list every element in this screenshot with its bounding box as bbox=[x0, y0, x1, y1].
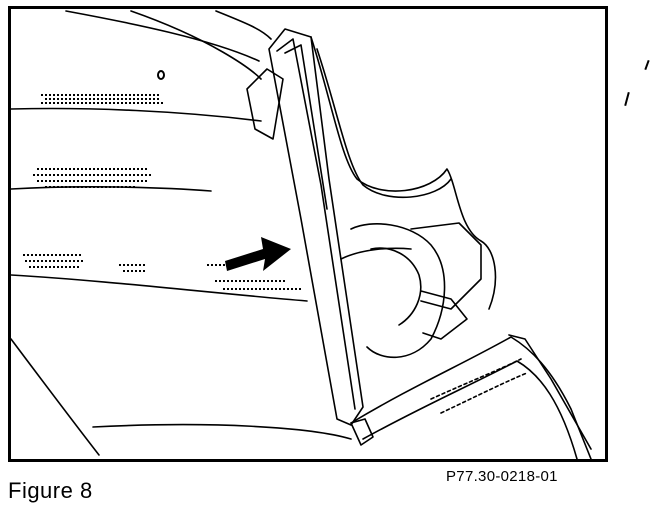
lower-bow-texture bbox=[440, 372, 528, 414]
hatched-patch bbox=[41, 94, 165, 104]
margin-mark bbox=[644, 59, 650, 71]
mechanism-housing-inner bbox=[370, 247, 422, 326]
body-contour-line bbox=[11, 107, 262, 122]
figure-caption: Figure 8 bbox=[8, 478, 93, 503]
body-contour-line bbox=[11, 274, 308, 302]
frame-bar-inner-line bbox=[276, 38, 356, 410]
lower-bow-outline bbox=[350, 336, 592, 459]
mechanism-plate bbox=[420, 290, 468, 340]
lower-bow-edge bbox=[508, 334, 592, 450]
hatched-patch bbox=[119, 264, 145, 272]
body-contour-line bbox=[11, 338, 100, 456]
bow-end-cap bbox=[350, 418, 374, 446]
frame-bar-outline bbox=[268, 28, 364, 426]
figure-reference-code: P77.30-0218-01 bbox=[446, 468, 558, 485]
margin-mark bbox=[624, 91, 630, 107]
convertible-top-frame-line-drawing bbox=[11, 10, 592, 459]
hatched-patch bbox=[23, 254, 85, 268]
screw-hole bbox=[157, 70, 165, 80]
lower-bow-inner bbox=[362, 360, 578, 459]
frame-bar-inner-line bbox=[284, 44, 328, 210]
frame-hinge-bracket bbox=[246, 68, 284, 140]
hatched-patch bbox=[33, 168, 153, 188]
mechanism-housing bbox=[350, 223, 446, 359]
cable-line bbox=[340, 247, 412, 260]
body-contour-line bbox=[65, 10, 260, 62]
body-contour-line bbox=[215, 10, 272, 40]
link-rail-inner bbox=[316, 48, 452, 199]
body-contour-line bbox=[130, 10, 262, 80]
hatched-patches bbox=[23, 70, 303, 290]
body-contour-line bbox=[92, 423, 352, 440]
link-rail bbox=[310, 36, 497, 310]
lower-bow-texture bbox=[430, 358, 522, 400]
mechanism-plate bbox=[410, 222, 482, 310]
pointer-arrow-icon bbox=[225, 237, 291, 271]
figure-illustration-frame bbox=[8, 6, 608, 462]
hatched-patch bbox=[207, 264, 303, 290]
